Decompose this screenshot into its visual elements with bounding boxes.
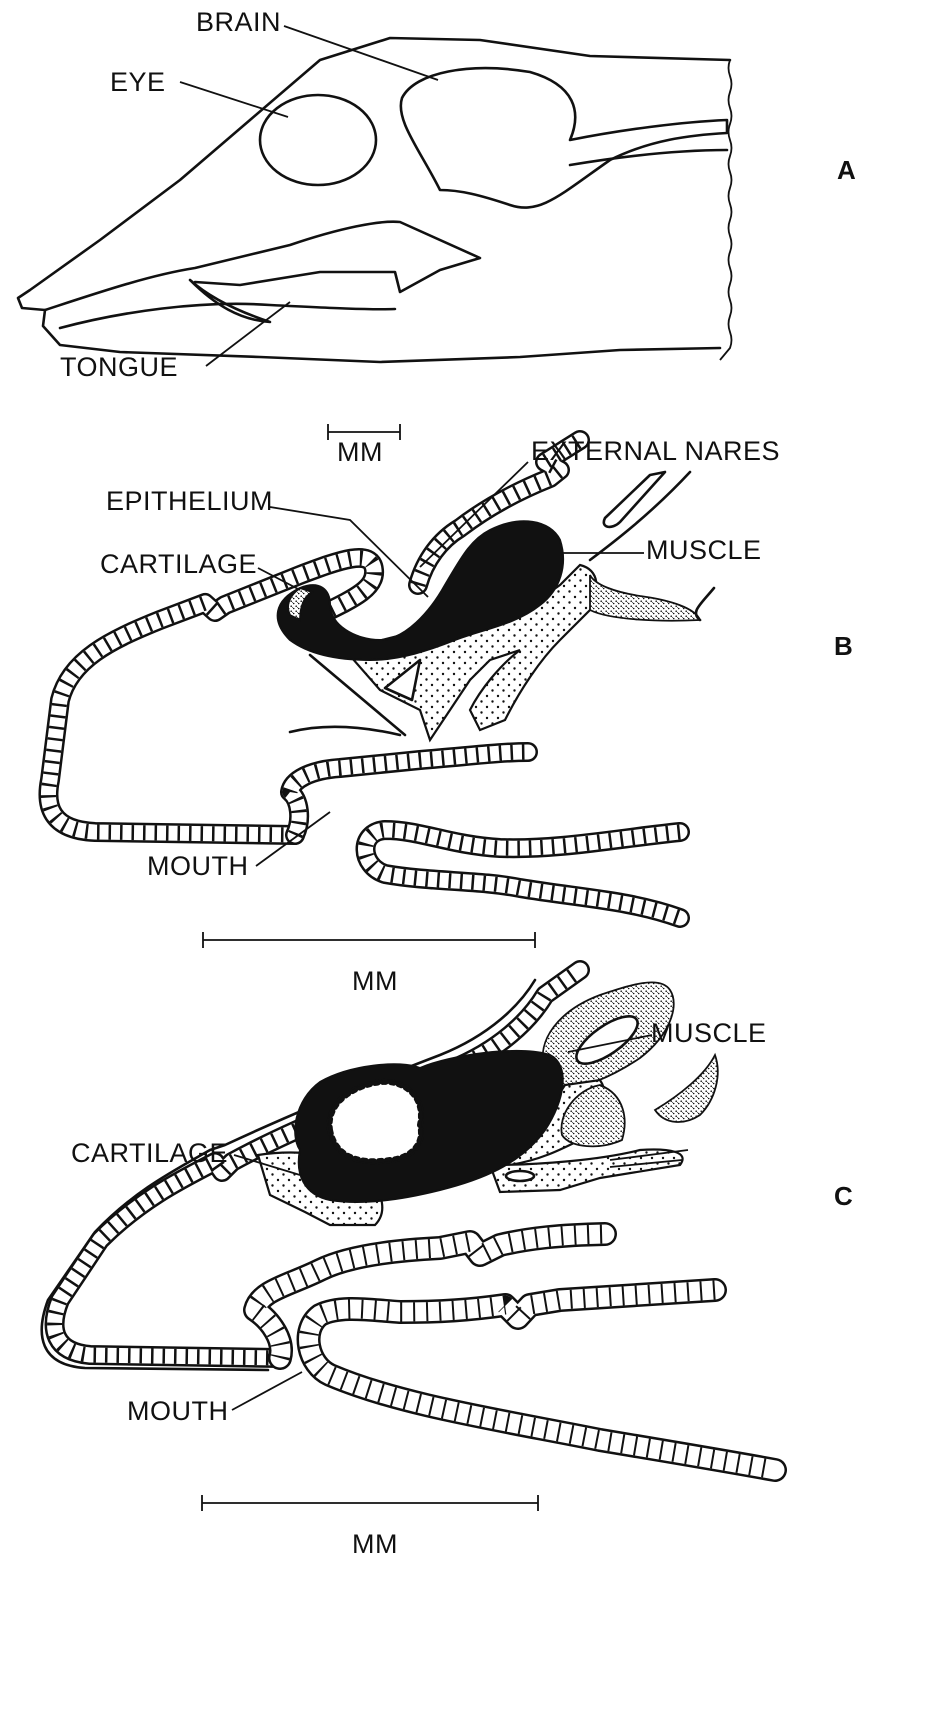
label-mouth-c: MOUTH: [127, 1396, 228, 1426]
cut-edge: [720, 60, 732, 360]
spinal-line: [570, 150, 727, 165]
scale-label-c: MM: [352, 1529, 398, 1559]
label-mouth-b: MOUTH: [147, 851, 248, 881]
label-cartilage-b: CARTILAGE: [100, 549, 257, 579]
label-eye: EYE: [110, 67, 166, 97]
small-vessel: [506, 1171, 534, 1181]
stippled-tissue-c2: [655, 1055, 718, 1122]
tongue: [190, 280, 270, 322]
label-brain: BRAIN: [196, 7, 281, 37]
panel-c: MUSCLE CARTILAGE MOUTH C MM: [42, 970, 853, 1559]
lower-jaw-line: [60, 304, 395, 328]
label-external-nares: EXTERNAL NARES: [531, 436, 780, 466]
leader-mouth-c: [232, 1372, 302, 1410]
stippled-tissue-b: [590, 575, 700, 621]
scale-label-a: MM: [337, 437, 383, 467]
label-epithelium: EPITHELIUM: [106, 486, 273, 516]
label-cartilage-c: CARTILAGE: [71, 1138, 228, 1168]
panel-b: EXTERNAL NARES EPITHELIUM MUSCLE CARTILA…: [48, 436, 852, 996]
inner-palate-line: [290, 727, 400, 735]
brain: [401, 68, 727, 207]
label-muscle-b: MUSCLE: [646, 535, 762, 565]
scale-bar-b: [203, 932, 535, 948]
panel-letter-a: A: [837, 155, 856, 185]
upper-jaw-line: [45, 222, 480, 310]
label-muscle-c: MUSCLE: [651, 1018, 767, 1048]
panel-a: BRAIN EYE TONGUE A MM: [18, 7, 856, 467]
scale-label-b: MM: [352, 966, 398, 996]
panel-letter-b: B: [834, 631, 853, 661]
right-tissue-line: [696, 588, 714, 620]
panel-letter-c: C: [834, 1181, 853, 1211]
nasal-cavity-c: [330, 1082, 421, 1161]
leader-eye: [180, 82, 288, 117]
label-tongue: TONGUE: [60, 352, 178, 382]
nares-tube: [604, 472, 665, 527]
scale-bar-c: [202, 1495, 538, 1511]
eye: [260, 95, 376, 185]
